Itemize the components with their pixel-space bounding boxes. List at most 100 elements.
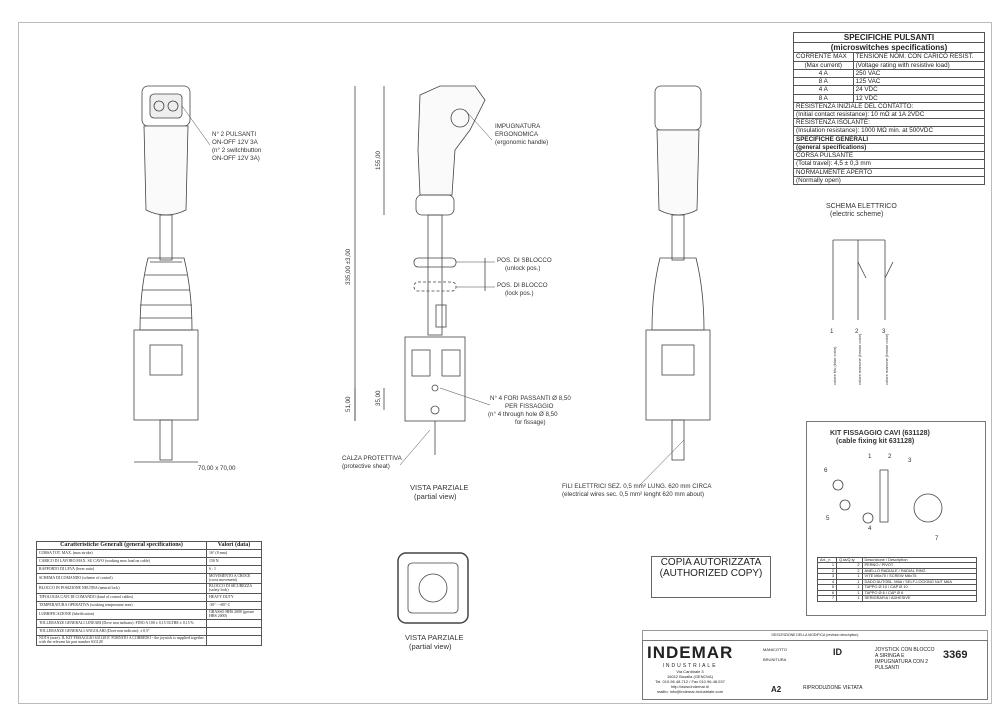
kit-parts-illustration bbox=[832, 469, 943, 524]
wires-label: FILI ELETTRICI SEZ. 0,5 mm² LUNG. 620 mm… bbox=[562, 483, 712, 490]
callout: 7 bbox=[935, 535, 939, 542]
cell: NOTA (note): IL KIT FISSAGGIO 631128 E' … bbox=[36, 634, 207, 646]
cell: NORMALMENTE APERTO bbox=[793, 167, 985, 177]
top-view bbox=[397, 552, 469, 624]
callout: 2 bbox=[888, 453, 892, 460]
spec-row: CARICO DI LAVORO MAX. SU CAVO (working m… bbox=[36, 557, 262, 566]
col-header: (Voltage rating with resistive load) bbox=[852, 60, 986, 70]
authorized-copy-stamp: COPIA AUTORIZZATA (AUTHORIZED COPY) bbox=[651, 556, 771, 598]
holes-label: for fissage) bbox=[515, 419, 546, 426]
drawing-number: 3369 bbox=[943, 649, 968, 661]
buttons-label: ON-OFF 12V 3A) bbox=[212, 155, 260, 162]
callout: 6 bbox=[824, 467, 828, 474]
back-view bbox=[645, 85, 711, 461]
handle-label: (ergonomic handle) bbox=[495, 139, 548, 146]
spec-row: CORSA TOT. MAX. (max stroke)16° (0 mm) bbox=[36, 549, 262, 558]
lock-label: (lock pos.) bbox=[505, 290, 534, 297]
kit-title: (cable fixing kit 631128) bbox=[836, 438, 914, 445]
website-link: http://www.indemar.it/ bbox=[670, 684, 709, 689]
partial-view-label: (partial view) bbox=[409, 642, 452, 651]
spec-row: LUBRIFICAZIONE (lubrification)GRASSO HHS… bbox=[36, 608, 262, 620]
cell: (general specifications) bbox=[793, 142, 985, 153]
col-header: (Max current) bbox=[793, 60, 854, 70]
cell: DADO AUTOBL. M6A / SELF-LOCKING NUT M6A bbox=[861, 578, 978, 586]
cell: BLOCCO DI SICUREZZA (safety lock) bbox=[206, 582, 262, 594]
callout: 4 bbox=[868, 525, 872, 532]
col-header: Valori (data) bbox=[206, 541, 262, 550]
cell: (Normally open) bbox=[793, 175, 985, 186]
cell: -30° - +80° C bbox=[206, 600, 262, 610]
cell: 8 A bbox=[793, 93, 854, 103]
cell: GRASSO HHS 2000 (grease HHS 2000) bbox=[206, 608, 262, 620]
cell: BLOCCO IN POSIZIONE NEUTRA (neutral lock… bbox=[36, 582, 207, 594]
drawing-sheet bbox=[18, 22, 992, 704]
material: MANICOTTO bbox=[763, 647, 787, 652]
dimension-holes: 35,00 bbox=[375, 390, 382, 406]
reproduction-notice: RIPRODUZIONE VIETATA bbox=[803, 685, 863, 691]
cell: 250 VAC bbox=[852, 68, 986, 79]
cell: RESISTENZA ISOLANTE: bbox=[793, 118, 985, 128]
spec-row: BLOCCO IN POSIZIONE NEUTRA (neutral lock… bbox=[36, 582, 262, 594]
sheath-label: CALZA PROTETTIVA bbox=[342, 455, 403, 462]
cell: LUBRIFICAZIONE (lubrification) bbox=[36, 608, 207, 620]
spec-row: TOLLERANZE GENERALI ANGOLARI (Dove non i… bbox=[36, 626, 262, 636]
holes-label: (n° 4 through hole Ø 8,50 bbox=[488, 411, 558, 418]
terminal-label: 2 bbox=[855, 328, 859, 335]
kit-table: Art._n Q.tà/Q.ty Descrizione / Descripti… bbox=[816, 556, 978, 602]
cell: RAPPORTO DI LEVA (lever ratio) bbox=[36, 565, 207, 574]
col-header: Caratteristiche Generali (general specif… bbox=[36, 541, 207, 550]
kit-title: KIT FISSAGGIO CAVI (631128) bbox=[830, 430, 930, 437]
cell: 8 A bbox=[793, 77, 854, 87]
partial-view-label: (partial view) bbox=[414, 492, 457, 501]
cell: 1 bbox=[836, 595, 863, 602]
terminal-label: 3 bbox=[882, 328, 886, 335]
callout: 5 bbox=[826, 515, 830, 522]
front-view bbox=[133, 85, 199, 463]
cell: (Initial contact resistance): 10 mΩ at 1… bbox=[793, 110, 985, 120]
address: 16012 Busalla (GENOVA) bbox=[667, 674, 713, 679]
sheath-label: (protective sheat) bbox=[342, 463, 390, 470]
cell bbox=[206, 626, 262, 636]
cell: 4 A bbox=[793, 85, 854, 95]
email-link: mailto: info@indemar-industriale.com bbox=[656, 689, 724, 694]
cell: CORSA PULSANTE bbox=[793, 151, 985, 161]
microswitch-spec-table: SPECIFICHE PULSANTI (microswitches speci… bbox=[793, 31, 986, 186]
format: A2 bbox=[771, 685, 782, 694]
spec-subtitle: (microswitches specifications) bbox=[793, 42, 985, 54]
partial-view-label: VISTA PARZIALE bbox=[405, 633, 464, 642]
spec-row: TOLLERANZE GENERALI LINEARI (Dove non in… bbox=[36, 618, 262, 628]
dimension-base: 70,00 x 70,00 bbox=[198, 465, 236, 472]
company-sub: INDUSTRIALE bbox=[662, 663, 718, 669]
dimension-total: 335,00 ±3,00 bbox=[345, 248, 352, 285]
scheme-title: SCHEMA ELETTRICO bbox=[826, 203, 897, 210]
description: JOYSTICK CON BLOCCO A SIRINGA E IMPUGNAT… bbox=[875, 647, 935, 671]
dimension-handle: 155,00 bbox=[375, 151, 382, 170]
cell: TIPOLOGIA CAVI DI COMANDO (kind of contr… bbox=[36, 592, 207, 602]
col-header: Q.tà/Q.ty bbox=[836, 556, 863, 564]
cell: MOVIMENTO A CROCE (cross movement) bbox=[206, 573, 262, 584]
treatment: BRUNITURA bbox=[763, 657, 787, 662]
cell: 24 VDC bbox=[852, 85, 986, 95]
holes-label: N° 4 FORI PASSANTI Ø 8,50 bbox=[490, 395, 571, 402]
holes-label: PER FISSAGGIO bbox=[505, 403, 554, 410]
callout: 3 bbox=[908, 457, 912, 464]
callout: 1 bbox=[868, 453, 872, 460]
company-logo: INDEMAR bbox=[647, 643, 734, 662]
title-block: INDEMAR INDUSTRIALE Via Cardinale 3 1601… bbox=[642, 640, 988, 700]
dimension-base-height: 51,00 bbox=[345, 396, 352, 412]
cell: SERIGRAFIA / ADHESIVE bbox=[861, 595, 978, 602]
phone: Tel. 010.96.48.712 / Fax 010.96.48.037 bbox=[655, 679, 725, 684]
cell: HEAVY DUTY bbox=[206, 592, 262, 602]
handle-label: ERGONOMICA bbox=[495, 131, 539, 138]
wires-label: (electrical wires sec. 0,5 mm² lenght 62… bbox=[562, 491, 704, 498]
spec-row: SCHEMA DI COMANDO (scheme of control)MOV… bbox=[36, 573, 262, 584]
cell: SCHEMA DI COMANDO (scheme of control) bbox=[36, 573, 207, 584]
spec-row: TIPOLOGIA CAVI DI COMANDO (kind of contr… bbox=[36, 592, 262, 602]
cell bbox=[206, 618, 262, 628]
cell: (Total travel): 4,5 ± 0,3 mm bbox=[793, 159, 985, 169]
cell: 6 : 1 bbox=[206, 565, 262, 574]
